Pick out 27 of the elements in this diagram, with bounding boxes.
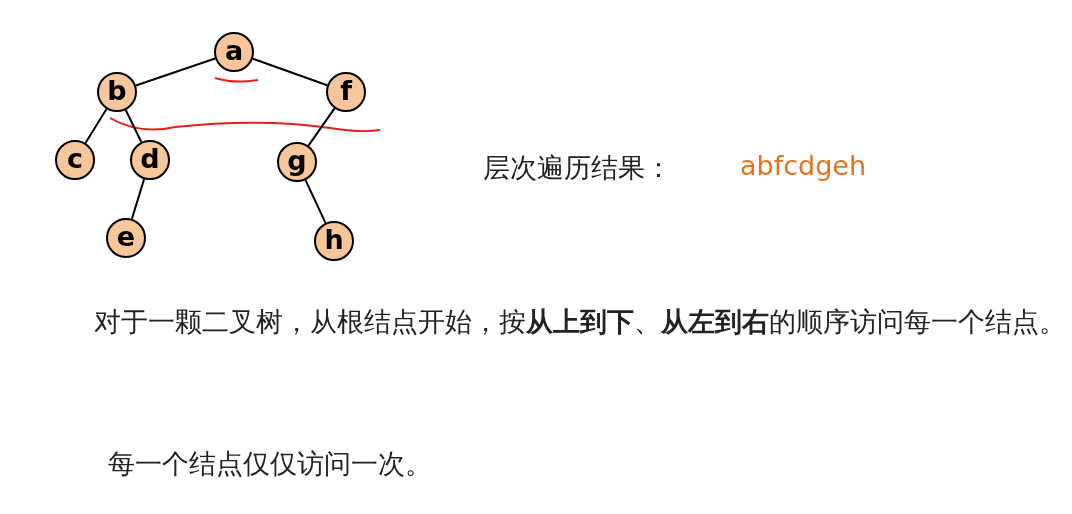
- node-letter: h: [324, 225, 344, 253]
- tree-node: [314, 221, 354, 261]
- tree-node: [55, 140, 95, 180]
- result-caption: 层次遍历结果：: [483, 151, 672, 185]
- node-letter: b: [107, 76, 127, 104]
- tree-edge: [124, 109, 143, 143]
- node-letter: d: [140, 144, 160, 172]
- tree-edge: [84, 108, 108, 144]
- tree-edge: [304, 179, 327, 224]
- tree-edge: [307, 107, 336, 147]
- tree-node: [326, 72, 366, 112]
- tree-node: [214, 32, 254, 72]
- node-letter: f: [340, 76, 352, 104]
- description-text: 对于一颗二叉树，从根结点开始，按从上到下、从左到右的顺序访问每一个结点。: [93, 305, 1067, 339]
- node-letter: c: [67, 144, 83, 172]
- tree-edge: [251, 57, 329, 87]
- tree-edge: [134, 57, 217, 87]
- note-text: 每一个结点仅仅访问一次。: [108, 447, 432, 481]
- tree-node: [130, 140, 170, 180]
- tree-node: [97, 72, 137, 112]
- tree-edge: [130, 178, 146, 220]
- node-letter: a: [224, 36, 244, 64]
- tree-node: [106, 218, 146, 258]
- tree-node: [277, 142, 317, 182]
- traversal-result: abfcdgeh: [740, 150, 867, 181]
- node-letter: g: [287, 146, 307, 174]
- node-letter: e: [116, 222, 136, 250]
